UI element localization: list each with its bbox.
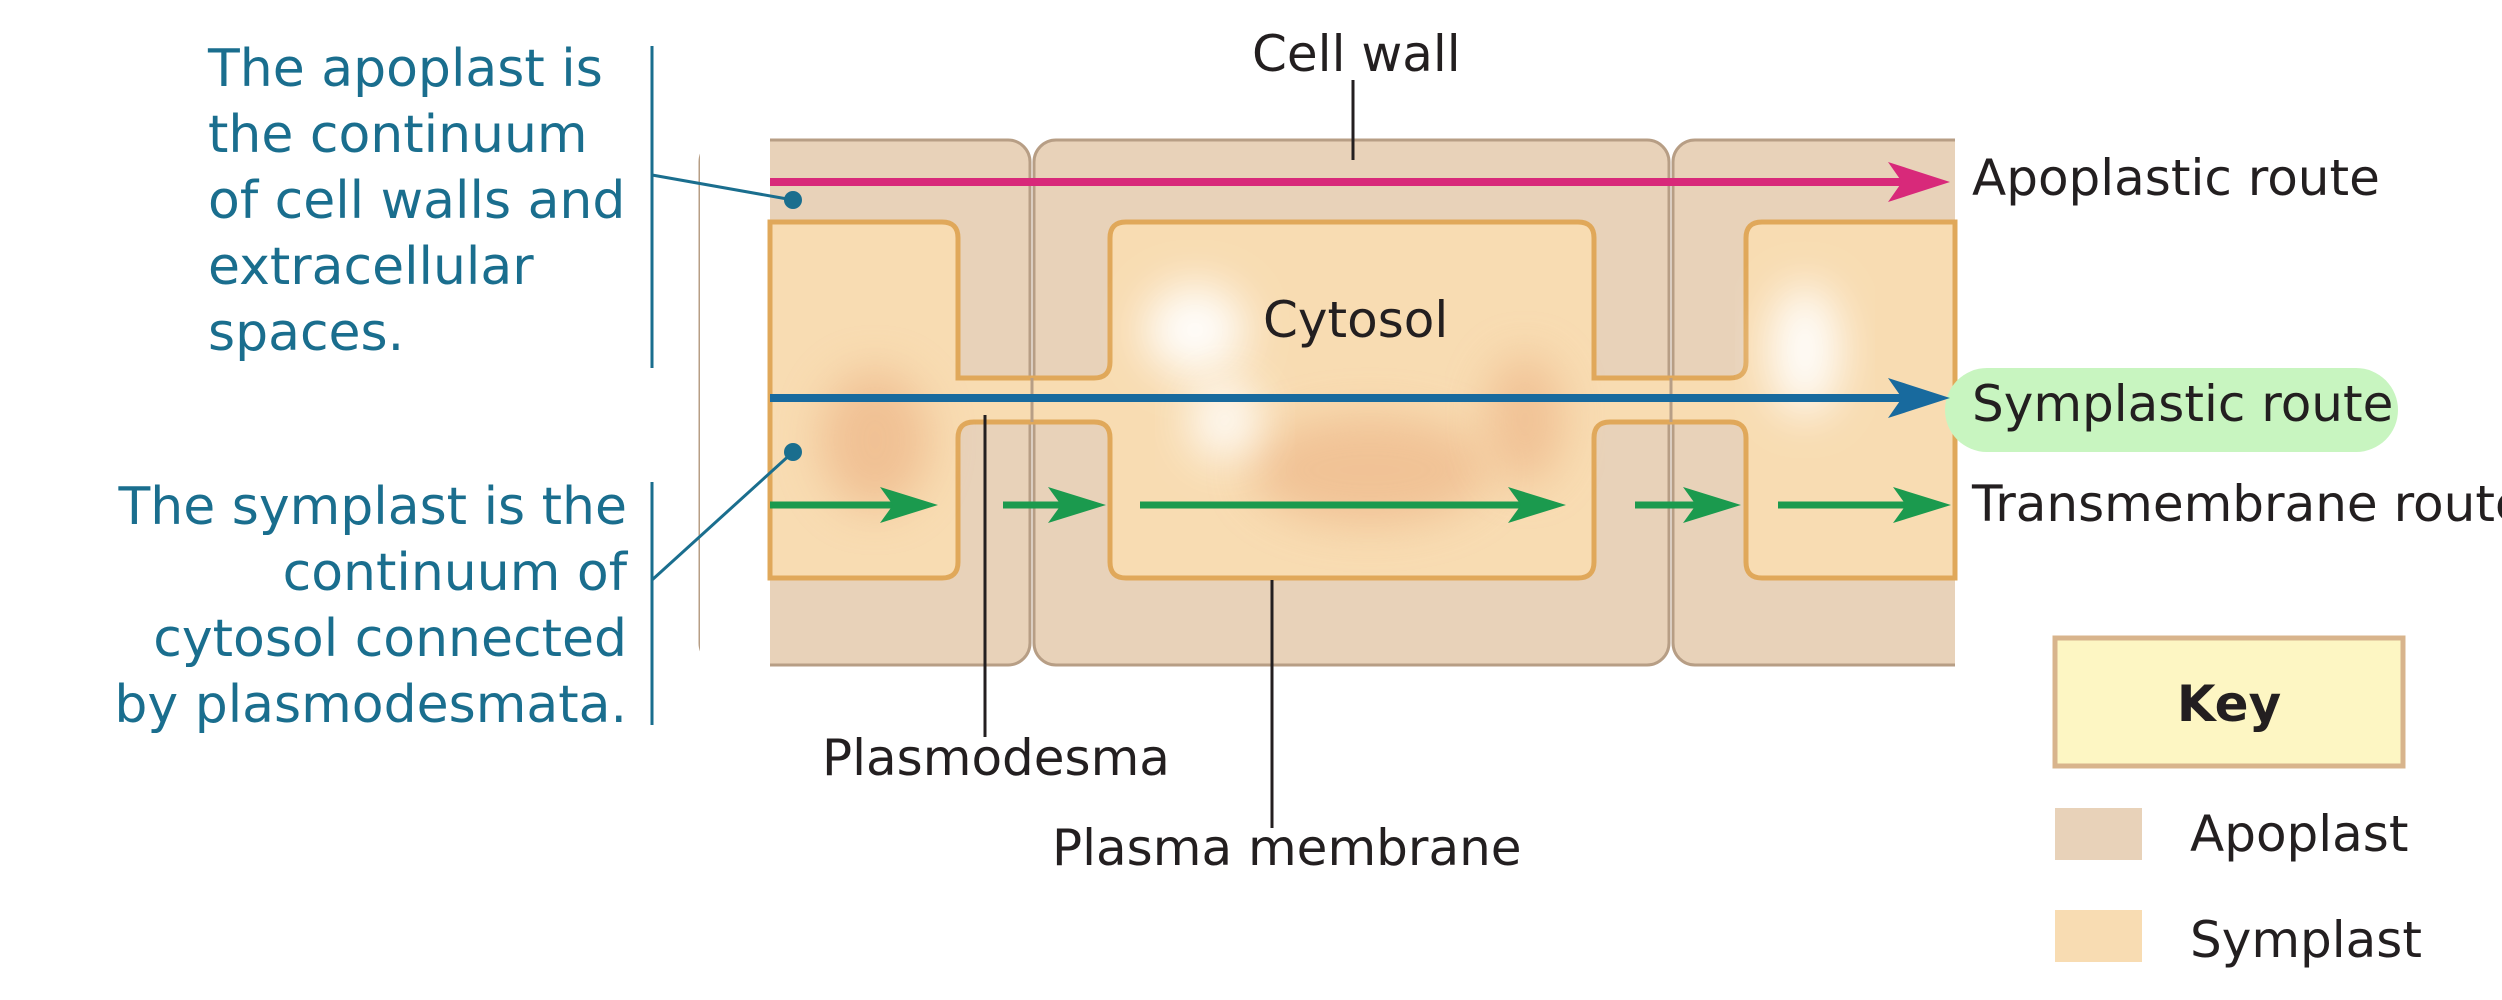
transmembrane-arrow-2 xyxy=(1003,487,1106,523)
key-legend xyxy=(2052,635,2406,962)
transmembrane-arrow-1 xyxy=(770,487,938,523)
symplastic-route-arrow xyxy=(770,378,1950,418)
key-title: Key xyxy=(2176,675,2282,733)
key-swatch-symplast xyxy=(2055,910,2142,962)
plasma-membrane-label: Plasma membrane xyxy=(1052,819,1522,877)
cytosol-label: Cytosol xyxy=(1263,291,1449,349)
apoplastic-route-label: Apoplastic route xyxy=(1972,149,2380,207)
cytosol-shading xyxy=(820,285,1840,525)
symplastic-route-label: Symplastic route xyxy=(1972,375,2394,433)
transmembrane-arrow-4 xyxy=(1635,487,1741,523)
key-title-box xyxy=(2052,635,2406,769)
apoplast-pointer xyxy=(651,173,794,202)
symplast-description: The symplast is the continuum of cytosol… xyxy=(114,477,627,735)
apoplast-pointer-dot xyxy=(784,191,802,209)
symplast-pointer-dot xyxy=(784,443,802,461)
symplastic-route-highlight xyxy=(1945,368,2398,452)
key-swatch-apoplast xyxy=(2055,808,2142,860)
transmembrane-route-label: Transmembrane route xyxy=(1972,475,2502,533)
plasmodesma-label: Plasmodesma xyxy=(822,729,1170,787)
key-label-symplast: Symplast xyxy=(2190,911,2422,969)
leader-lines xyxy=(983,80,1355,828)
transmembrane-route-arrows xyxy=(770,487,1951,523)
description-brackets xyxy=(650,46,795,725)
apoplastic-route-arrow xyxy=(770,162,1950,202)
transmembrane-arrow-3 xyxy=(1140,487,1566,523)
transmembrane-arrow-5 xyxy=(1778,487,1951,523)
key-label-apoplast: Apoplast xyxy=(2190,805,2409,863)
cell-wall-label: Cell wall xyxy=(1252,25,1461,83)
symplast-pointer xyxy=(650,450,795,582)
apoplast-description: The apoplast is the continuum of cell wa… xyxy=(208,39,626,363)
